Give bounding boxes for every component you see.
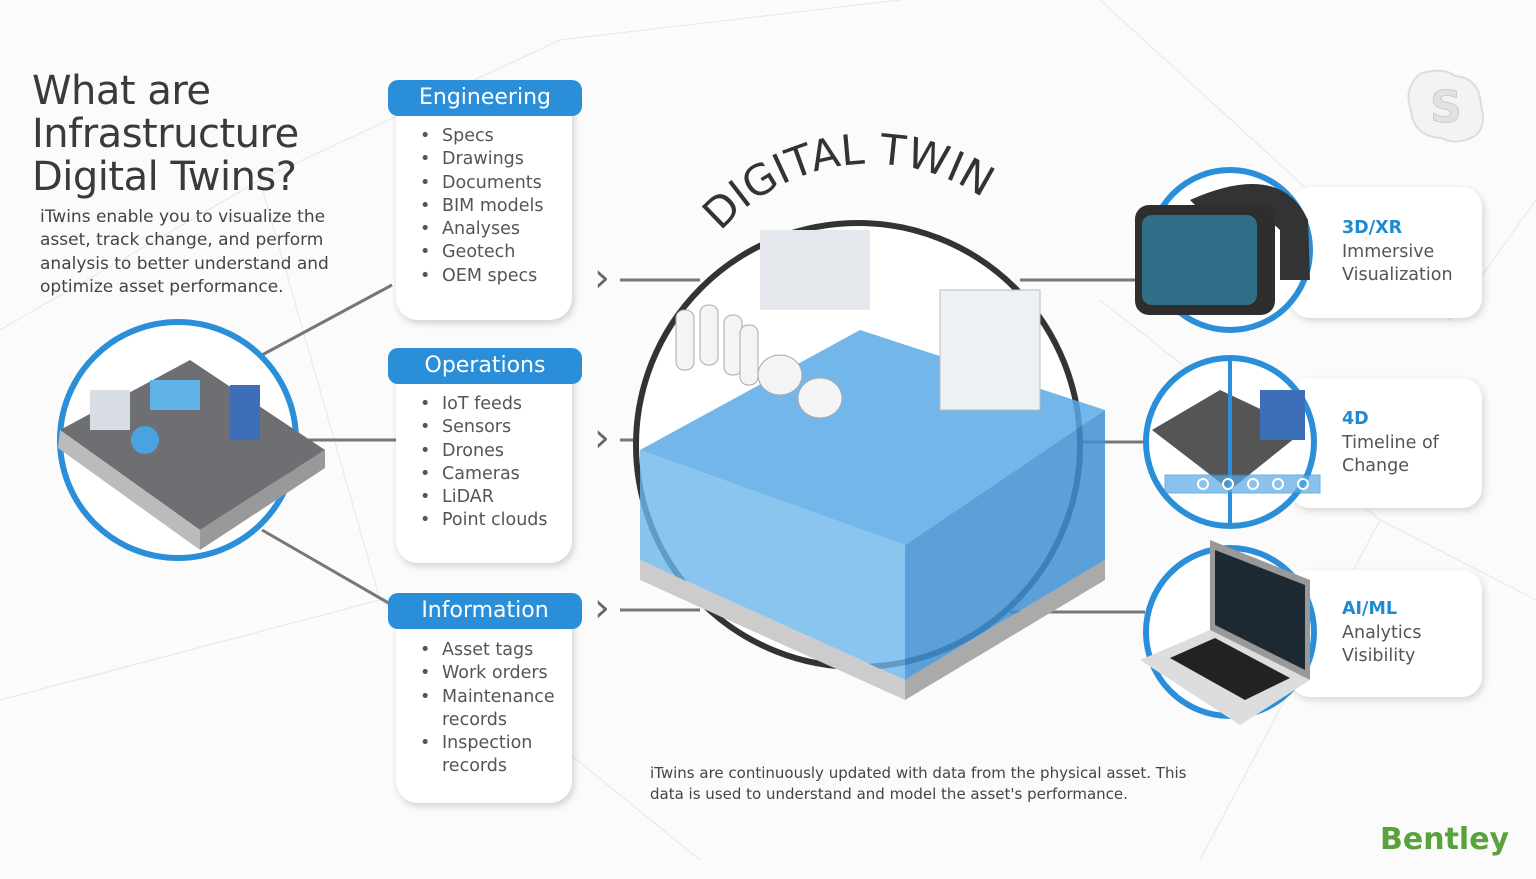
page-title: What are Infrastructure Digital Twins?: [32, 70, 299, 199]
arrow-right-icon: ›: [594, 585, 610, 631]
list-item: LiDAR: [420, 486, 548, 510]
title-line: Infrastructure: [32, 111, 299, 157]
arrow-right-icon: ›: [594, 415, 610, 461]
operations-pill: Operations: [388, 348, 582, 384]
output-card-3dxr: [1290, 187, 1482, 318]
output-card-aiml: [1290, 570, 1482, 697]
output-label-4d: 4D Timeline of Change: [1342, 408, 1439, 479]
output-desc: Change: [1342, 456, 1410, 476]
bentley-logo: Bentley: [1380, 822, 1510, 857]
engineering-pill: Engineering: [388, 80, 582, 116]
list-item: Sensors: [420, 416, 548, 440]
operations-list: IoT feeds Sensors Drones Cameras LiDAR P…: [420, 393, 548, 533]
engineering-list: Specs Drawings Documents BIM models Anal…: [420, 125, 543, 288]
title-line: What are: [32, 68, 211, 114]
list-item: Drawings: [420, 148, 543, 172]
list-item: Drones: [420, 440, 548, 464]
title-line: Digital Twins?: [32, 154, 297, 200]
list-item: IoT feeds: [420, 393, 548, 417]
skype-icon[interactable]: S: [1405, 66, 1487, 146]
list-item: Analyses: [420, 218, 543, 242]
list-item: Point clouds: [420, 509, 548, 533]
output-desc: Visibility: [1342, 646, 1416, 666]
footnote: iTwins are continuously updated with dat…: [650, 764, 1187, 803]
information-list: Asset tags Work orders Maintenance recor…: [420, 639, 570, 779]
output-card-4d: [1290, 378, 1482, 508]
output-title: 3D/XR: [1342, 218, 1403, 238]
list-item: Documents: [420, 172, 543, 196]
list-item: BIM models: [420, 195, 543, 219]
list-item: Maintenance records: [420, 686, 570, 733]
output-title: 4D: [1342, 409, 1369, 429]
vr-headset-icon: [1135, 167, 1313, 333]
output-title: AI/ML: [1342, 599, 1398, 619]
physical-asset-illustration: [58, 360, 325, 550]
digital-twin-illustration: [640, 230, 1105, 700]
svg-text:S: S: [1430, 82, 1462, 133]
output-desc: Timeline of: [1342, 432, 1439, 453]
list-item: Geotech: [420, 241, 543, 265]
list-item: OEM specs: [420, 265, 543, 289]
arrow-right-icon: ›: [594, 255, 610, 301]
list-item: Work orders: [420, 662, 570, 686]
output-desc: Immersive: [1342, 241, 1435, 262]
output-desc: Analytics: [1342, 622, 1422, 643]
laptop-icon: [1140, 540, 1317, 725]
output-desc: Visualization: [1342, 265, 1453, 285]
output-label-3dxr: 3D/XR Immersive Visualization: [1342, 217, 1453, 288]
list-item: Inspection records: [420, 732, 570, 779]
output-label-aiml: AI/ML Analytics Visibility: [1342, 598, 1421, 669]
list-item: Cameras: [420, 463, 548, 487]
list-item: Specs: [420, 125, 543, 149]
intro-text: iTwins enable you to visualize the asset…: [40, 207, 329, 297]
output-illustrations: [1135, 167, 1321, 725]
list-item: Asset tags: [420, 639, 570, 663]
timeline-icon: [1143, 355, 1321, 529]
information-pill: Information: [388, 593, 582, 629]
